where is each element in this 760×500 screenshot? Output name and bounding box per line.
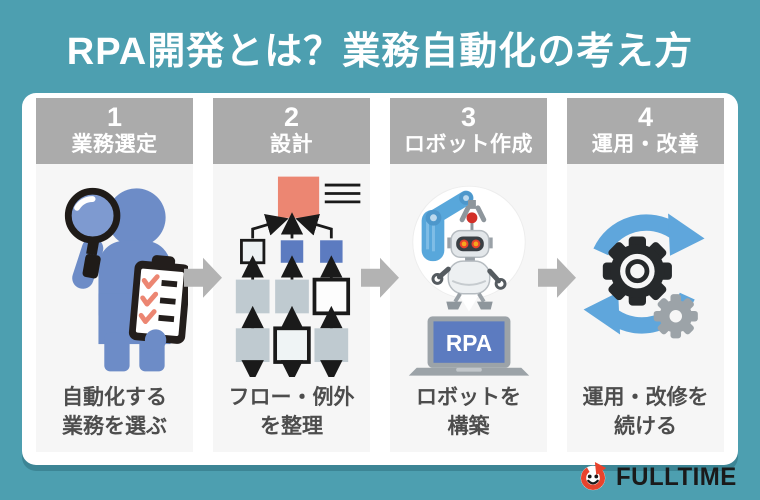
- step-3-caption-line1: ロボットを: [416, 386, 521, 410]
- person-magnifier-checklist-icon: [36, 164, 193, 384]
- step-1-caption-line2: 業務を選ぶ: [62, 414, 167, 438]
- step-3-caption-line2: 構築: [447, 414, 490, 438]
- step-4-title: 運用・改善: [591, 133, 700, 157]
- flowchart-icon: [213, 164, 370, 384]
- flow-arrow-3: [538, 98, 576, 452]
- step-1-title: 業務選定: [71, 133, 158, 157]
- step-2-title: 設計: [270, 133, 313, 157]
- step-3-title: ロボット作成: [404, 133, 533, 157]
- step-1-number: 1: [106, 102, 123, 132]
- fulltime-smiley-refresh-icon: [581, 461, 607, 491]
- right-arrow-icon: [184, 257, 222, 298]
- step-1-caption-line1: 自動化する: [62, 386, 167, 410]
- flow-arrow-2: [361, 98, 399, 452]
- step-4-header: 4 運用・改善: [567, 98, 724, 165]
- step-column-1: 1 業務選定: [36, 98, 193, 452]
- page-title: RPA開発とは？業務自動化の考え方: [66, 31, 694, 73]
- gears-cycle-icon: [567, 164, 724, 384]
- laptop-screen-label: RPA: [445, 330, 491, 356]
- step-2-caption-line1: フロー・例外: [228, 386, 355, 410]
- step-2-header: 2 設計: [213, 98, 370, 165]
- right-arrow-icon: [361, 257, 399, 298]
- steps-card: 1 業務選定: [22, 93, 738, 465]
- step-column-3: 3 ロボット作成: [390, 98, 547, 452]
- step-1-caption: 自動化する 業務を選ぶ: [36, 384, 193, 452]
- robot-laptop-icon: RPA: [390, 164, 547, 384]
- step-2-number: 2: [283, 102, 300, 132]
- flow-arrow-1: [184, 98, 222, 452]
- step-4-caption-line1: 運用・改修を: [582, 386, 709, 410]
- step-1-header: 1 業務選定: [36, 98, 193, 165]
- right-arrow-icon: [538, 257, 576, 298]
- step-4-number: 4: [637, 102, 654, 132]
- step-2-caption: フロー・例外 を整理: [213, 384, 370, 452]
- step-3-caption: ロボットを 構築: [390, 384, 547, 452]
- step-3-number: 3: [460, 102, 477, 132]
- step-4-caption-line2: 続ける: [614, 414, 677, 438]
- step-column-2: 2 設計: [213, 98, 370, 452]
- brand-logo: FULLTIME: [577, 460, 742, 494]
- step-column-4: 4 運用・改善: [567, 98, 724, 452]
- step-4-caption: 運用・改修を 続ける: [567, 384, 724, 452]
- step-3-header: 3 ロボット作成: [390, 98, 547, 165]
- step-2-caption-line2: を整理: [260, 414, 323, 438]
- brand-logo-text: FULLTIME: [616, 462, 737, 491]
